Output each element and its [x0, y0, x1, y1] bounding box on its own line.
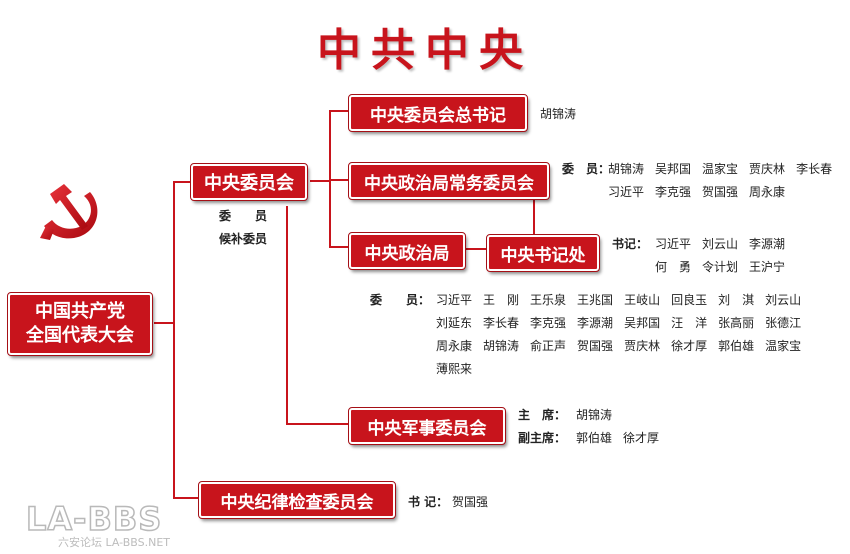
member-name: 习近平: [655, 237, 692, 251]
member-name: 王沪宁: [749, 260, 786, 274]
connector: [286, 423, 348, 425]
connector: [173, 181, 191, 183]
standing-committee-box: 中央政治局常务委员会: [348, 162, 550, 200]
standing-committee-label: 委 员：: [562, 162, 611, 176]
politburo-row: 薄熙来: [436, 360, 483, 377]
discipline-commission-box: 中央纪律检查委员会: [198, 481, 396, 519]
military-vice-name: 徐才厚: [623, 431, 660, 445]
connector: [154, 322, 174, 324]
member-name: 王 刚: [483, 293, 520, 307]
politburo-members-label: 委 员：: [370, 293, 431, 307]
page-title: 中共中央: [317, 25, 533, 76]
watermark-subtext: 六安论坛 LA-BBS.NET: [58, 536, 171, 549]
general-secretary-box: 中央委员会总书记: [348, 94, 528, 132]
connector: [329, 179, 349, 181]
military-vice-name: 郭伯雄: [576, 431, 613, 445]
connector: [533, 200, 535, 236]
secretariat-row: 何 勇令计划王沪宁: [655, 258, 796, 275]
member-name: 李长春: [483, 316, 520, 330]
member-name: 周永康: [436, 339, 473, 353]
congress-label-line1: 中国共产党: [35, 301, 125, 322]
politburo-row: 刘延东李长春李克强李源潮吴邦国汪 洋张高丽张德江: [436, 314, 812, 331]
member-name: 刘延东: [436, 316, 473, 330]
member-name: 贺国强: [577, 339, 614, 353]
member-name: 徐才厚: [671, 339, 708, 353]
member-name: 回良玉: [671, 293, 708, 307]
connector: [310, 180, 330, 182]
watermark-logo: LA-BBS: [25, 499, 163, 539]
member-name: 张德江: [765, 316, 802, 330]
standing-committee-row: 习近平李克强贺国强周永康: [608, 183, 796, 200]
member-name: 贺国强: [702, 185, 739, 199]
politburo-row: 周永康胡锦涛俞正声贺国强贾庆林徐才厚郭伯雄温家宝: [436, 337, 812, 354]
member-name: 刘云山: [765, 293, 802, 307]
member-name: 王岐山: [624, 293, 661, 307]
member-name: 李克强: [530, 316, 567, 330]
member-name: 温家宝: [765, 339, 802, 353]
member-name: 胡锦涛: [608, 162, 645, 176]
discipline-secretary-label: 书 记：: [408, 495, 449, 509]
connector: [173, 181, 175, 499]
secretariat-box: 中央书记处: [486, 234, 600, 272]
general-secretary-name: 胡锦涛: [540, 107, 577, 121]
politburo-row: 习近平王 刚王乐泉王兆国王岐山回良玉刘 淇刘云山: [436, 291, 812, 308]
member-name: 温家宝: [702, 162, 739, 176]
member-name: 李源潮: [749, 237, 786, 251]
secretariat-row: 习近平刘云山李源潮: [655, 235, 796, 252]
member-name: 薄熙来: [436, 362, 473, 376]
member-name: 胡锦涛: [483, 339, 520, 353]
member-name: 刘云山: [702, 237, 739, 251]
member-name: 李源潮: [577, 316, 614, 330]
connector: [286, 206, 288, 424]
member-name: 郭伯雄: [718, 339, 755, 353]
member-name: 王兆国: [577, 293, 614, 307]
connector: [462, 248, 488, 250]
military-commission-box: 中央军事委员会: [348, 407, 506, 445]
politburo-box: 中央政治局: [348, 232, 466, 270]
congress-label-line2: 全国代表大会: [26, 325, 134, 346]
member-name: 王乐泉: [530, 293, 567, 307]
member-name: 李克强: [655, 185, 692, 199]
member-name: 习近平: [436, 293, 473, 307]
cc-members-label: 委 员: [219, 209, 268, 223]
member-name: 吴邦国: [655, 162, 692, 176]
member-name: 何 勇: [655, 260, 692, 274]
secretariat-label: 书记：: [612, 237, 649, 251]
member-name: 刘 淇: [718, 293, 755, 307]
connector: [173, 497, 199, 499]
member-name: 习近平: [608, 185, 645, 199]
member-name: 张高丽: [718, 316, 755, 330]
member-name: 俞正声: [530, 339, 567, 353]
cc-alternates-label: 候补委员: [219, 232, 268, 246]
standing-committee-row: 胡锦涛吴邦国温家宝贾庆林李长春: [608, 160, 843, 177]
member-name: 令计划: [702, 260, 739, 274]
member-name: 贾庆林: [624, 339, 661, 353]
central-committee-box: 中央委员会: [190, 163, 308, 201]
member-name: 周永康: [749, 185, 786, 199]
discipline-secretary-name: 贺国强: [452, 495, 489, 509]
connector: [329, 110, 349, 112]
connector: [329, 246, 349, 248]
member-name: 汪 洋: [671, 316, 708, 330]
member-name: 贾庆林: [749, 162, 786, 176]
military-chair-name: 胡锦涛: [576, 408, 613, 422]
congress-box: 中国共产党 全国代表大会: [7, 292, 153, 356]
military-vice-label: 副主席：: [518, 431, 567, 445]
military-chair-label: 主 席：: [518, 408, 567, 422]
member-name: 吴邦国: [624, 316, 661, 330]
hammer-sickle-icon: [40, 184, 98, 240]
member-name: 李长春: [796, 162, 833, 176]
